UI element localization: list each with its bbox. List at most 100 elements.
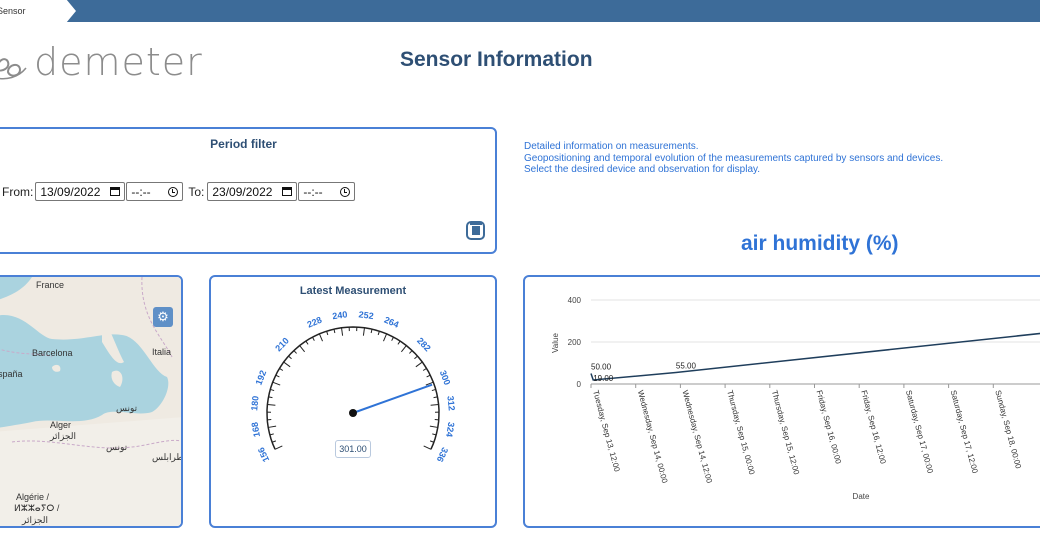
to-label: To: [188, 184, 205, 199]
map-label-barcelona: Barcelona [32, 348, 73, 358]
gauge-tick-label: 180 [249, 395, 260, 411]
map-background[interactable] [0, 277, 183, 528]
gauge-tick-label: 312 [445, 395, 456, 411]
chart-x-tick-label: Wednesday, Sep 14, 12:00 [680, 389, 714, 484]
gauge-tick [430, 404, 439, 406]
info-line: Detailed information on measurements. [524, 141, 699, 152]
chart-x-tick-label: Thursday, Sep 15, 12:00 [770, 389, 801, 476]
gauge-tick [433, 396, 438, 399]
gauge-tick [423, 445, 432, 450]
gauge-tick [409, 350, 413, 354]
page-title: Sensor Information [400, 48, 593, 71]
from-time-value: --:-- [131, 184, 151, 199]
map-label-alger: Alger [50, 420, 72, 430]
from-date-input[interactable]: 13/09/2022 [35, 182, 126, 201]
chart-x-tick-label: Tuesday, Sep 13, 12:00 [591, 389, 622, 473]
calendar-icon[interactable] [282, 187, 293, 196]
chart-x-tick-label: Friday, Sep 16, 12:00 [859, 389, 887, 465]
gauge-tick [270, 388, 275, 392]
gauge-tick-label: 240 [332, 309, 348, 321]
gauge-tick [362, 327, 365, 336]
gauge-tick-label: 282 [415, 336, 433, 354]
gauge-tick [377, 331, 380, 336]
gauge-tick-label: 300 [438, 369, 453, 387]
gauge-tick [268, 396, 273, 399]
chart-x-tick-label: Saturday, Sep 17, 00:00 [904, 389, 935, 475]
logo-text: demeter [34, 40, 203, 84]
gauge-tick [288, 355, 292, 360]
gauge-value-box: 301.00 [335, 440, 371, 458]
gauge-tick-label: 156 [256, 446, 271, 464]
map-label-tunisia: تونس [106, 442, 128, 452]
gauge-pivot [349, 409, 357, 417]
gauge-tick [397, 340, 401, 345]
info-text: Detailed information on measurements. Ge… [524, 141, 943, 176]
gauge-tick [283, 361, 291, 368]
clock-icon[interactable] [340, 186, 351, 197]
chart-x-tick-label: Sunday, Sep 18, 00:00 [993, 389, 1023, 470]
gauge-title: Latest Measurement [299, 285, 407, 297]
from-time-input[interactable]: --:-- [126, 182, 184, 201]
chart-x-axis-label: Date [853, 492, 870, 501]
gauge-tick [432, 433, 437, 436]
map-label-tripoli: طرابلس [152, 452, 183, 462]
gauge-tick [293, 350, 297, 354]
chart-y-tick-label: 200 [568, 338, 582, 347]
gauge-tick-label: 252 [358, 309, 374, 321]
map-label-algerie-ar: الجزائر [22, 515, 48, 525]
gauge-tick [391, 336, 394, 341]
leaf-logo-icon [0, 58, 27, 80]
clock-icon[interactable] [168, 186, 179, 197]
chart-title: air humidity (%) [741, 232, 899, 255]
gauge-tick-label: 264 [383, 315, 401, 330]
breadcrumb-current[interactable]: Sensor Information [0, 6, 43, 38]
to-time-input[interactable]: --:-- [298, 182, 356, 201]
gauge-tick [269, 433, 274, 436]
period-filter-row: From: 13/09/2022 --:-- To: 23/09/2022 --… [2, 182, 356, 201]
gauge-tick [279, 367, 284, 371]
gauge-tick [431, 388, 436, 392]
chart-y-axis-label: Value [551, 333, 560, 353]
gauge-tick-label: 168 [250, 421, 262, 437]
from-date-value: 13/09/2022 [40, 184, 101, 199]
map-label-france: France [36, 280, 65, 290]
period-filter-title: Period filter [210, 137, 277, 151]
gauge-tick [414, 355, 418, 360]
gauge-value-label: 301.00 [339, 444, 367, 454]
gauge-tick [370, 329, 373, 334]
gauge-tick [267, 404, 276, 406]
chart-x-tick-label: Thursday, Sep 15, 00:00 [725, 389, 756, 476]
gauge-tick [272, 381, 281, 386]
clear-filter-button[interactable] [466, 221, 485, 240]
gauge-tick-label: 192 [254, 369, 269, 387]
gauge-tick [275, 374, 280, 378]
chart-data-label: 19.00 [593, 374, 614, 383]
chart-x-tick-label: Wednesday, Sep 14, 00:00 [636, 389, 670, 484]
gauge-tick [318, 333, 323, 342]
gauge-tick [305, 340, 309, 345]
gauge-needle [352, 383, 433, 414]
from-label: From: [2, 184, 34, 199]
gauge-tick [326, 331, 329, 336]
breadcrumb[interactable]: Sensor Information [0, 0, 76, 22]
gauge-tick [312, 336, 315, 341]
gauge-tick [400, 345, 407, 353]
gauge-arc [266, 326, 440, 450]
chart-x-tick-label: Friday, Sep 16, 00:00 [815, 389, 843, 465]
gauge-tick [429, 440, 435, 443]
map-panel[interactable]: France Italia Barcelona España تونس Alge… [0, 275, 183, 528]
gauge-tick-label: 336 [435, 446, 450, 464]
to-date-input[interactable]: 23/09/2022 [207, 182, 298, 201]
map-settings-button[interactable]: ⚙ [153, 307, 173, 327]
gauge-tick [429, 425, 438, 428]
demeter-logo: demeter [0, 40, 203, 84]
calendar-icon[interactable] [110, 187, 121, 196]
gauge-tick-label: 324 [444, 421, 456, 437]
gauge-tick [383, 333, 388, 342]
chart-x-tick-label: Saturday, Sep 17, 12:00 [949, 389, 980, 475]
info-line: Select the desired device and observatio… [524, 164, 761, 175]
